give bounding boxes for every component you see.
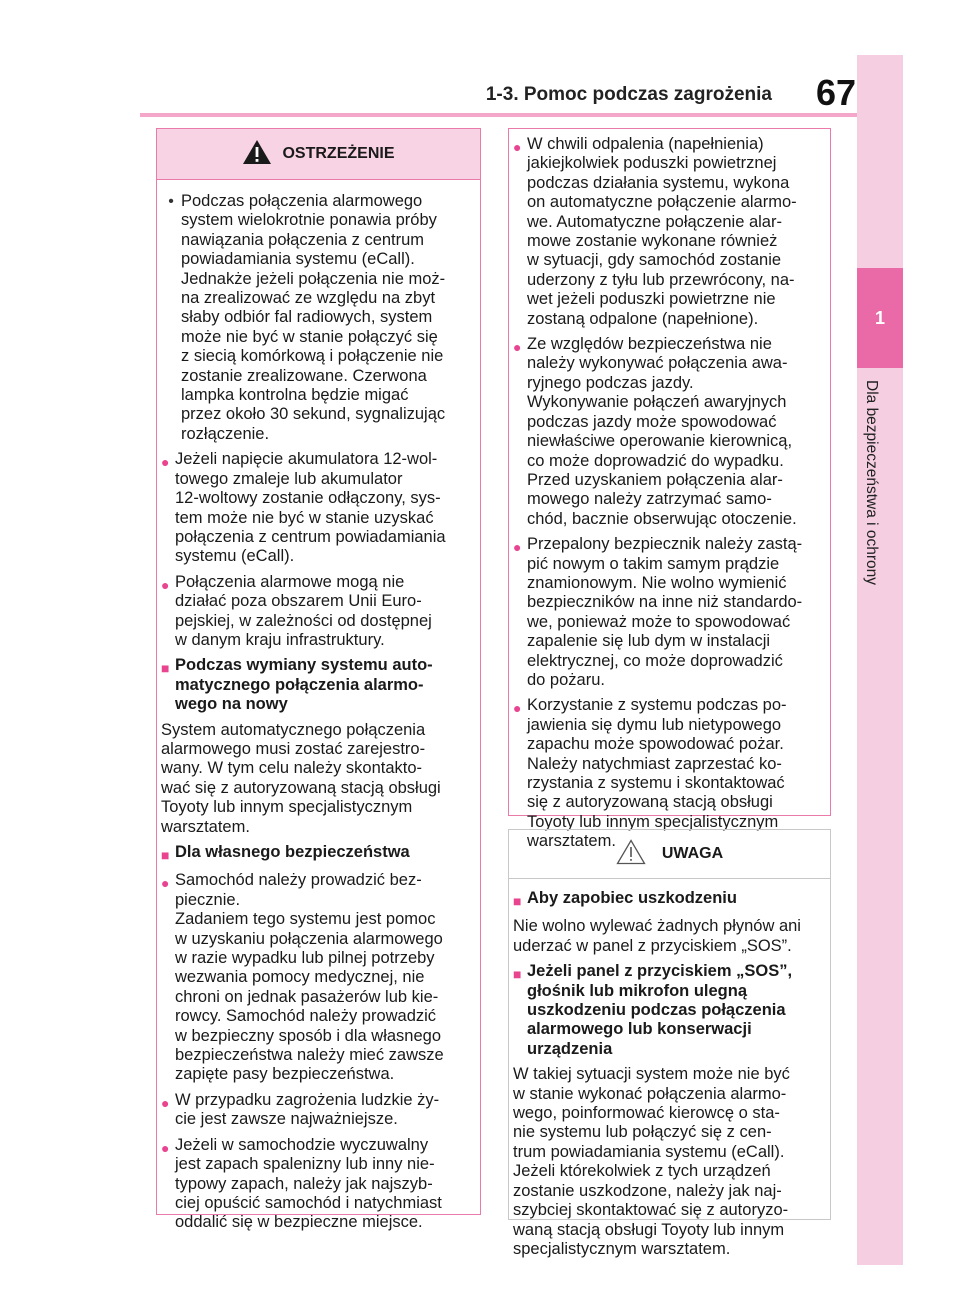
warning-triangle-icon <box>242 139 272 170</box>
subsection-heading: ■Jeżeli panel z przyciskiem „SOS”, głośn… <box>513 962 793 1058</box>
bullet-dot-icon: ● <box>161 454 170 471</box>
list-item: ●Samochód należy prowadzić bez- piecznie… <box>161 871 444 1084</box>
square-marker-icon: ■ <box>513 893 522 909</box>
list-item: ●Przepalony bezpiecznik należy zastą- pi… <box>513 535 803 689</box>
bullet-dot-icon: ● <box>513 139 522 155</box>
list-item: •Podczas połączenia alarmowego system wi… <box>161 192 474 444</box>
list-item: ●Połączenia alarmowe mogą nie działać po… <box>161 572 432 649</box>
list-item: ●Korzystanie z systemu podczas po- jawie… <box>513 696 787 851</box>
subsection-heading: ■Podczas wymiany systemu auto- matyczneg… <box>161 656 433 714</box>
list-item: ●Jeżeli napięcie akumulatora 12-wol- tow… <box>161 450 446 566</box>
list-item: ●Jeżeli w samochodzie wyczuwalny jest za… <box>161 1135 442 1232</box>
notice-heading: UWAGA <box>661 845 724 862</box>
notice-header: UWAGA <box>509 830 830 879</box>
bullet-dot-icon: ● <box>513 700 522 717</box>
paragraph: System automatycznego połączenia alarmow… <box>161 720 441 836</box>
warning-header: OSTRZEŻENIE <box>157 129 480 180</box>
bullet-dot-icon: ● <box>161 1139 170 1156</box>
caution-triangle-icon <box>616 838 646 870</box>
list-item: ●W chwili odpalenia (napełnienia) jakiej… <box>513 135 797 328</box>
subsection-heading: ■Dla własnego bezpieczeństwa <box>161 843 474 865</box>
chapter-label: Dla bezpieczeństwa i ochrony <box>863 380 880 586</box>
header-divider <box>140 113 857 117</box>
bullet-dot-icon: ● <box>513 339 522 356</box>
paragraph: Nie wolno wylewać żadnych płynów ani ude… <box>513 917 801 955</box>
chapter-number-tab: 1 <box>857 268 903 368</box>
square-marker-icon: ■ <box>161 847 170 863</box>
bullet-dot-icon: ● <box>161 576 170 593</box>
bullet-dot-icon: ● <box>161 875 170 892</box>
subsection-heading: ■Aby zapobiec uszkodzeniu <box>513 889 824 911</box>
square-marker-icon: ■ <box>513 966 522 983</box>
page-number: 67 <box>815 72 856 113</box>
bullet-dot-icon: ● <box>161 1094 170 1111</box>
notice-box: UWAGA ■Aby zapobiec uszkodzeniu Nie woln… <box>508 829 831 1258</box>
chapter-side-tab <box>857 55 903 1265</box>
list-item: ●W przypadku zagrożenia ludzkie ży- cie … <box>161 1090 440 1129</box>
square-marker-icon: ■ <box>161 660 170 677</box>
chapter-number: 1 <box>874 307 885 328</box>
warning-heading: OSTRZEŻENIE <box>282 145 395 162</box>
paragraph: W takiej sytuacji system może nie być w … <box>513 1065 790 1258</box>
list-item: ●Ze względów bezpieczeństwa nie należy w… <box>513 335 797 528</box>
bullet-dot-icon: ● <box>513 539 522 556</box>
warning-box-left: OSTRZEŻENIE •Podczas połączenia alarmowe… <box>156 128 481 1231</box>
section-title: 1-3. Pomoc podczas zagrożenia <box>485 84 772 105</box>
bullet-icon: • <box>168 193 174 210</box>
warning-box-right: ●W chwili odpalenia (napełnienia) jakiej… <box>508 128 831 850</box>
